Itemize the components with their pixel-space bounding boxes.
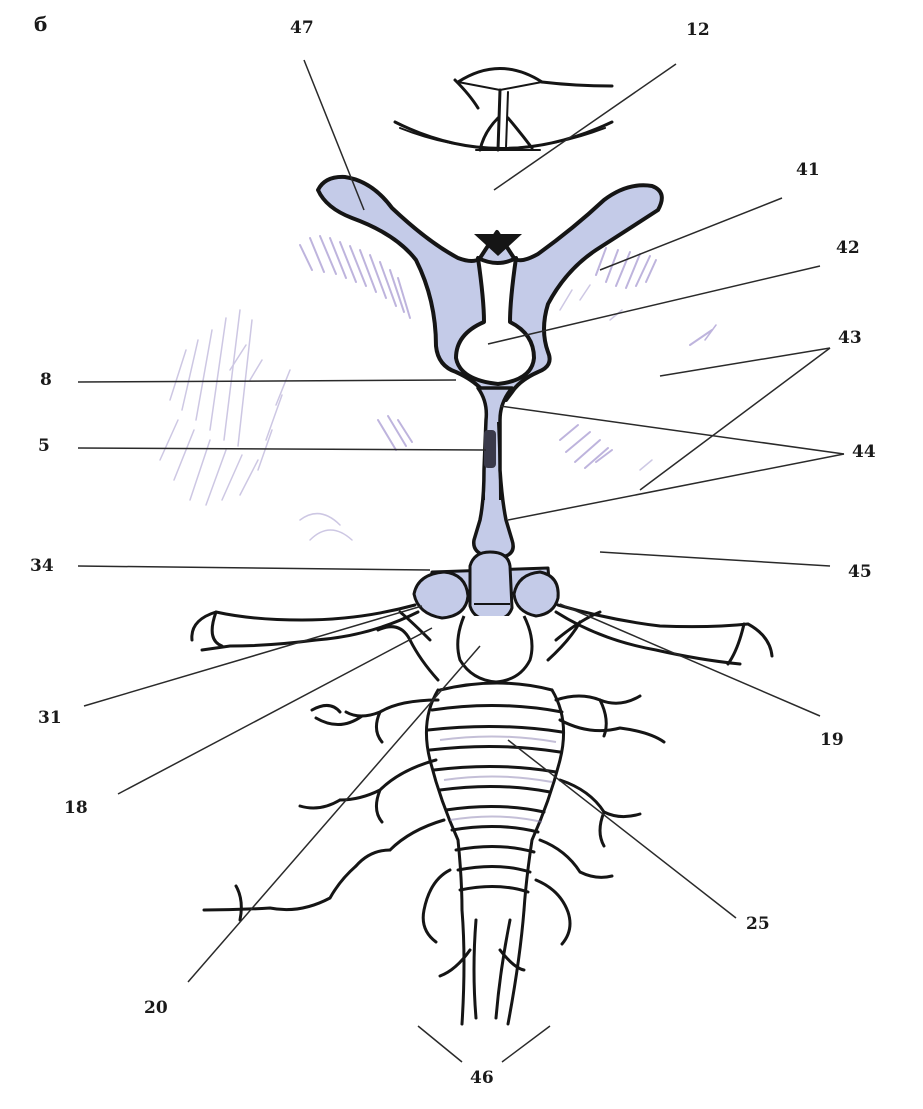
node-left-31 — [414, 572, 468, 618]
narrow-segment — [484, 430, 496, 468]
label-44: 44 — [852, 444, 876, 461]
label-19: 19 — [820, 732, 844, 749]
node-center — [470, 552, 512, 620]
label-12: 12 — [686, 22, 710, 39]
label-8: 8 — [40, 372, 52, 389]
top-structure — [395, 69, 612, 151]
label-45: 45 — [848, 564, 872, 581]
branching-nerves — [204, 612, 664, 976]
label-41: 41 — [796, 162, 820, 179]
node-right-19 — [514, 572, 558, 616]
label-34: 34 — [30, 558, 54, 575]
label-20: 20 — [144, 1000, 168, 1017]
label-31: 31 — [38, 710, 62, 727]
label-46: 46 — [470, 1070, 494, 1087]
label-47: 47 — [290, 20, 314, 37]
panel-letter: б — [34, 14, 47, 34]
label-43: 43 — [838, 330, 862, 347]
label-18: 18 — [64, 800, 88, 817]
label-42: 42 — [836, 240, 860, 257]
aqueduct — [474, 388, 513, 556]
midbrain-cluster — [414, 552, 558, 682]
label-5: 5 — [38, 438, 50, 455]
label-25: 25 — [746, 916, 770, 933]
ventricle-system — [318, 177, 662, 556]
